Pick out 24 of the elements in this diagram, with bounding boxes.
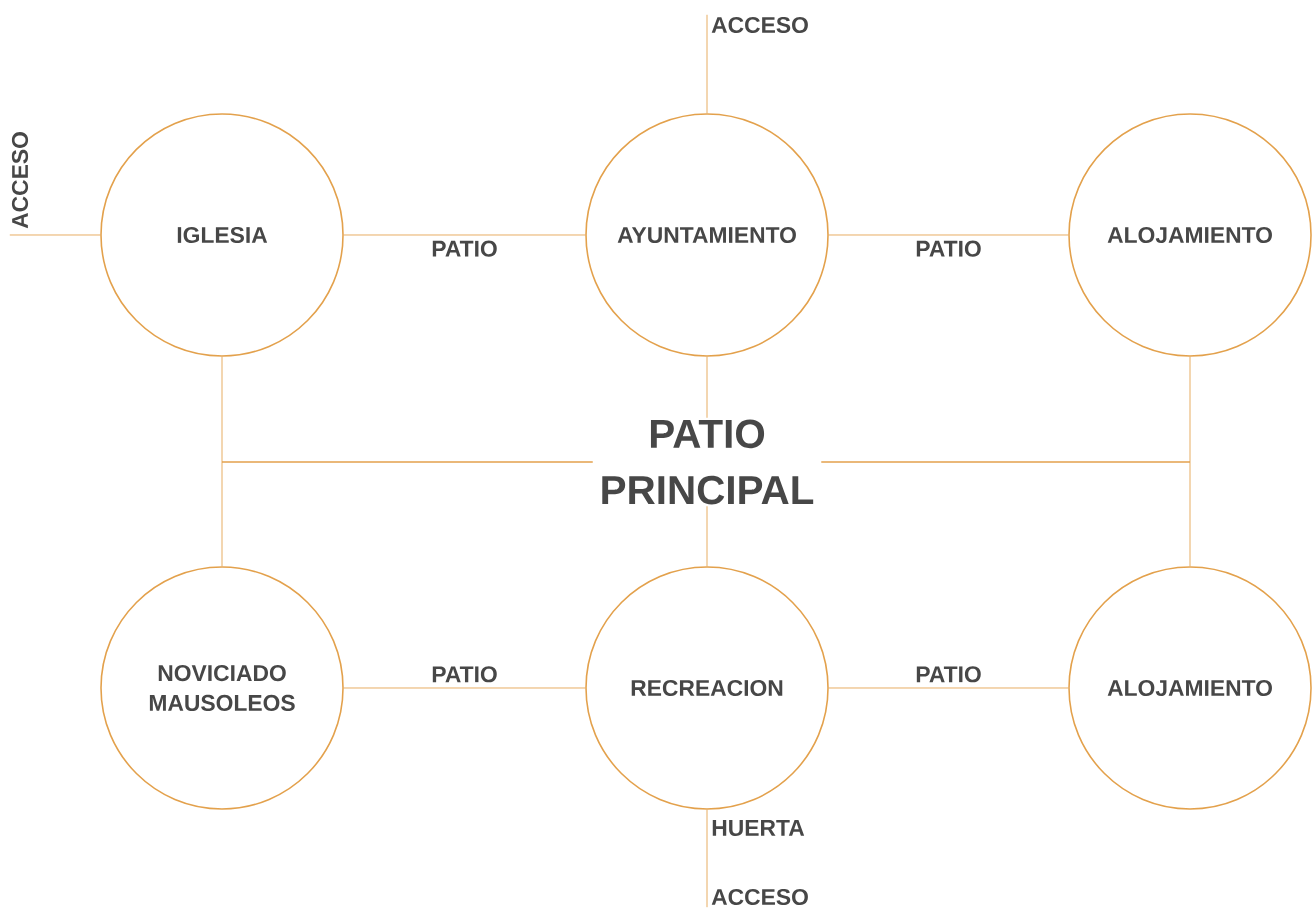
circle-node: RECREACION	[585, 566, 829, 810]
connector-line	[828, 234, 1069, 236]
circle-node: NOVICIADO MAUSOLEOS	[100, 566, 344, 810]
connector-line	[828, 687, 1069, 689]
edge-label: PATIO	[432, 666, 497, 683]
access-label: HUERTA	[712, 820, 805, 836]
edge-label: PATIO	[432, 240, 497, 257]
circle-node: ALOJAMIENTO	[1068, 566, 1312, 810]
access-label: ACCESO	[711, 16, 808, 34]
connector-line	[9, 234, 101, 236]
connector-line	[221, 356, 223, 567]
connector-line	[706, 809, 708, 908]
connector-line	[706, 14, 708, 114]
connector-line	[343, 687, 586, 689]
circle-node: ALOJAMIENTO	[1068, 113, 1312, 357]
edge-label: PATIO	[916, 240, 981, 257]
access-label: ACCESO	[711, 888, 808, 906]
access-label: ACCESO	[11, 132, 29, 229]
circle-node: IGLESIA	[100, 113, 344, 357]
connector-line	[1189, 356, 1191, 567]
circle-node: AYUNTAMIENTO	[585, 113, 829, 357]
section-label: PATIO PRINCIPAL	[602, 419, 814, 505]
connector-line	[343, 234, 586, 236]
edge-label: PATIO	[916, 666, 981, 683]
